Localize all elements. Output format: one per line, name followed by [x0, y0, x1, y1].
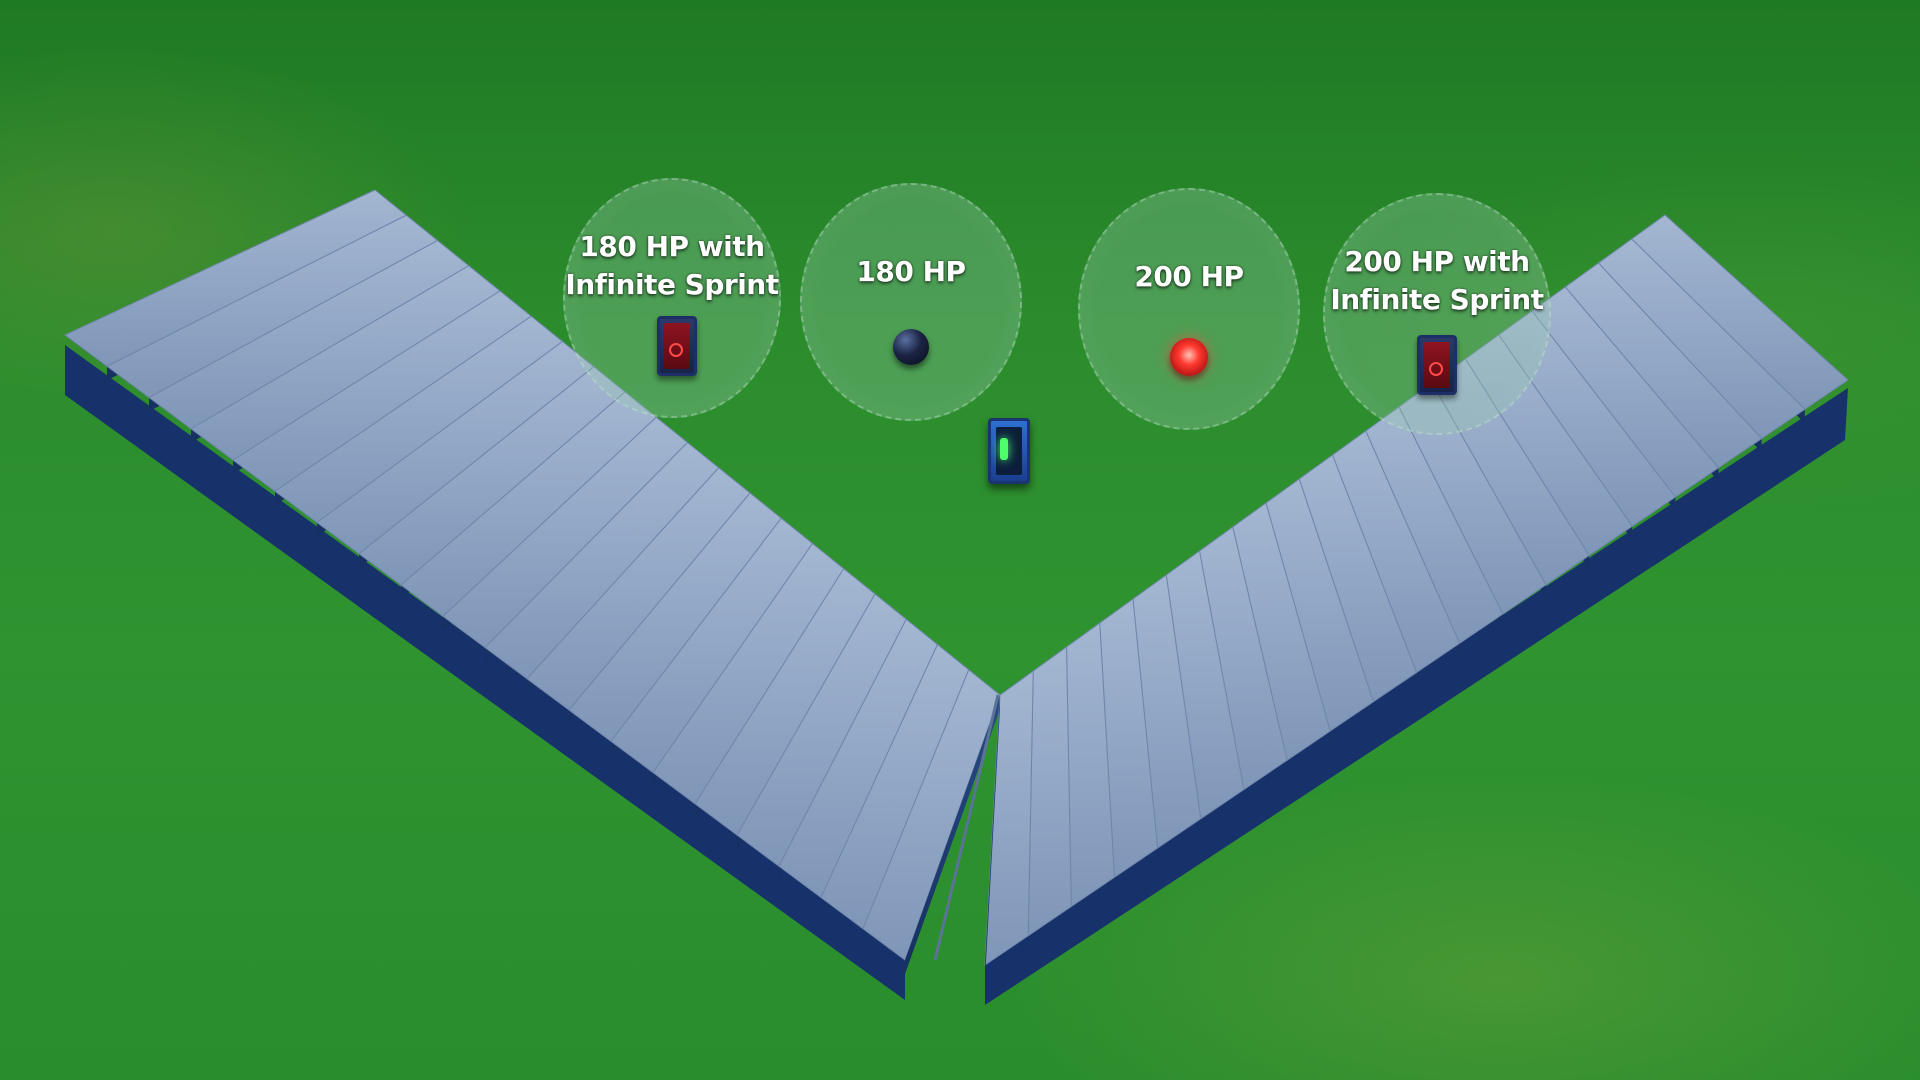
red-orb-icon[interactable] — [1170, 338, 1208, 376]
stair-center-seam — [933, 694, 1000, 961]
zone-label-200hp: 200 HP — [1134, 260, 1244, 293]
red-button-icon[interactable] — [657, 316, 697, 376]
green-switch-icon[interactable] — [988, 418, 1030, 484]
power-ring-icon — [1429, 362, 1443, 376]
zone-label-180hp: 180 HP — [856, 255, 966, 288]
dark-orb-icon[interactable] — [893, 329, 929, 365]
stair-left-side-wall — [65, 345, 905, 1000]
red-button-icon[interactable] — [1417, 335, 1457, 395]
zone-200hp[interactable]: 200 HP — [1078, 188, 1300, 430]
right-stair-flight — [984, 214, 1849, 979]
power-ring-icon — [669, 343, 683, 357]
right-stair-step-riser — [985, 695, 1000, 979]
zone-label-180hp-sprint: 180 HP with Infinite Sprint — [565, 230, 779, 301]
right-stair-step-tread — [1027, 646, 1072, 937]
zone-180hp-sprint[interactable]: 180 HP with Infinite Sprint — [563, 178, 781, 418]
stair-right-side-wall — [985, 388, 1848, 1005]
green-light-icon — [1000, 438, 1008, 460]
zone-200hp-sprint[interactable]: 200 HP with Infinite Sprint — [1323, 193, 1551, 435]
left-stair-flight — [64, 189, 1001, 974]
zone-180hp[interactable]: 180 HP — [800, 183, 1022, 421]
left-stair-step-riser — [905, 695, 1000, 974]
zone-label-200hp-sprint: 200 HP with Infinite Sprint — [1330, 245, 1544, 316]
